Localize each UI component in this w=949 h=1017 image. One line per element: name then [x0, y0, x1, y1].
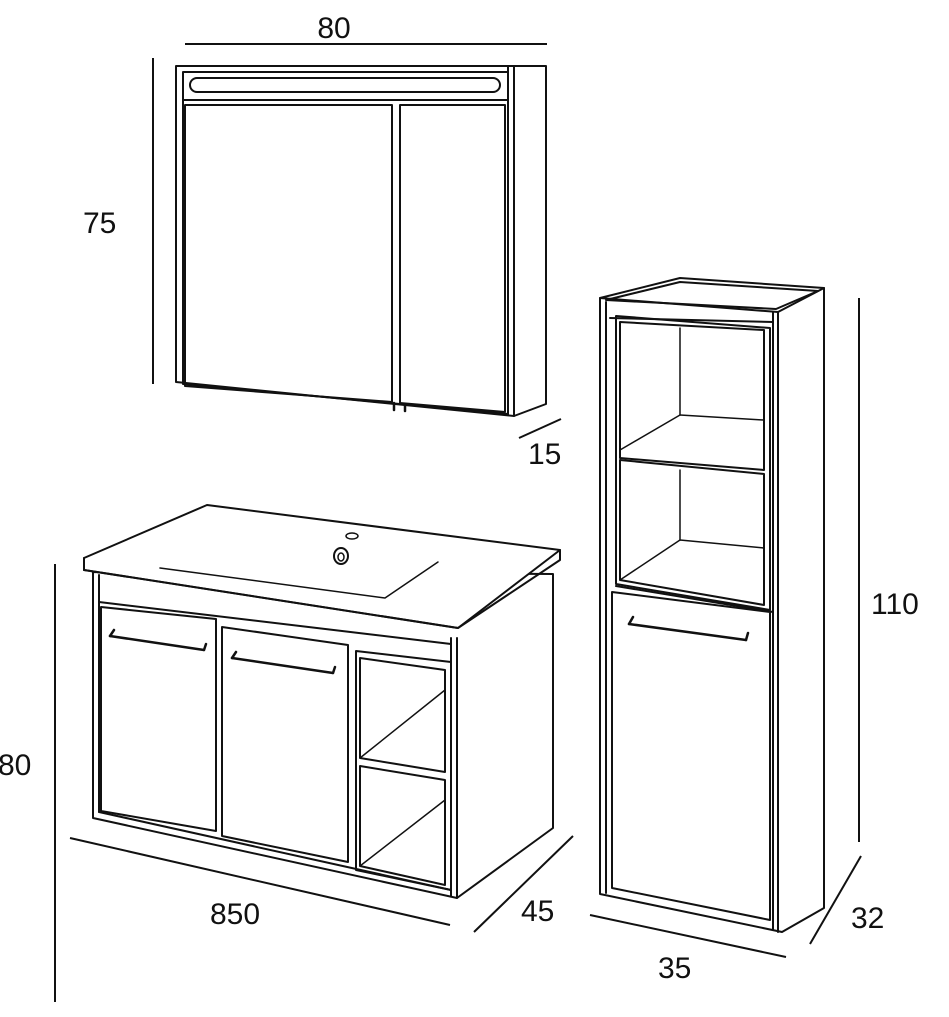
tall-depth-label: 32	[851, 902, 884, 935]
tall-height-label: 110	[871, 588, 919, 621]
vanity-depth-line	[473, 835, 574, 933]
tall-cabinet-handle	[627, 615, 750, 642]
mirror-height-label: 75	[83, 207, 116, 240]
mirror-depth-label: 15	[528, 438, 561, 471]
mirror-cabinet	[175, 65, 547, 417]
mirror-depth-line	[518, 418, 562, 439]
vanity-open-shelf	[355, 650, 452, 891]
tall-width-label: 35	[658, 952, 691, 985]
vanity-width-line	[69, 837, 451, 926]
vanity-width-label: 850	[210, 898, 260, 931]
vanity-door-middle	[221, 626, 349, 863]
vanity-door-left	[100, 606, 217, 832]
faucet-hole	[333, 547, 349, 565]
tall-cabinet	[599, 277, 825, 933]
overflow-hole	[345, 532, 359, 540]
tall-open-shelves	[615, 315, 771, 611]
vanity-handle-left	[108, 628, 208, 652]
vanity-depth-label: 45	[521, 895, 554, 928]
vanity-handle-middle	[230, 650, 337, 675]
tall-depth-line	[809, 855, 862, 945]
mirror-width-label: 80	[317, 12, 350, 45]
mirror-light-bar	[189, 77, 501, 93]
basin-bowl	[159, 561, 439, 599]
mirror-door-right	[399, 104, 506, 413]
mirror-door-left	[184, 104, 393, 403]
tall-width-line	[589, 914, 787, 958]
vanity-height-label: 80	[0, 749, 31, 782]
tall-cabinet-door	[611, 591, 771, 921]
sink-vanity	[83, 504, 561, 899]
